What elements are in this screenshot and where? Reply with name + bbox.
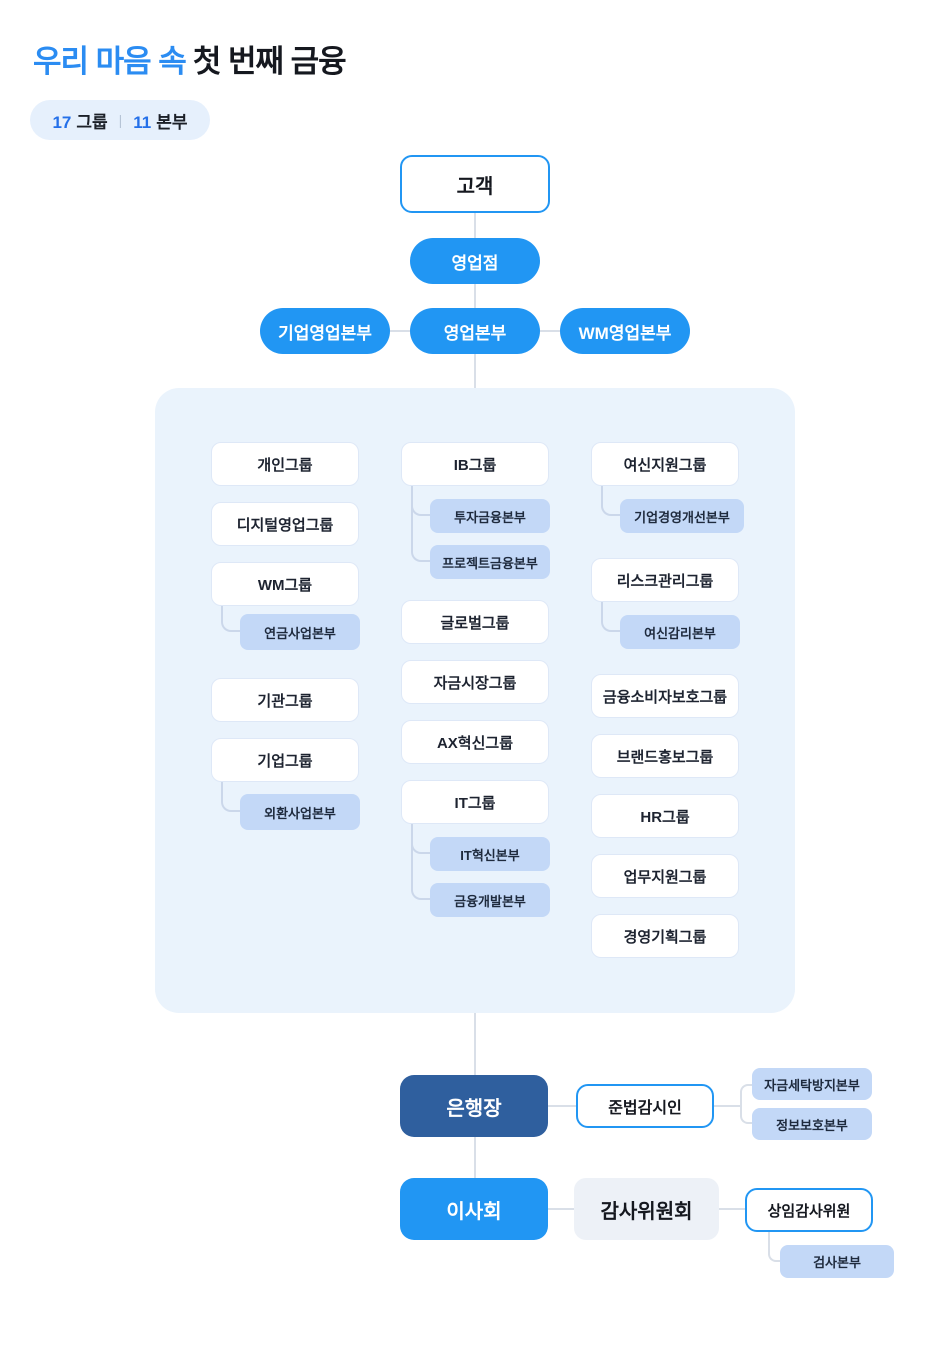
connector-it-financedev <box>411 824 430 900</box>
board-box: 이사회 <box>400 1178 548 1240</box>
connector-creditsupport-corpmgmt <box>601 486 620 516</box>
group-count-item: 17 그룹 <box>52 108 107 133</box>
group-box-hr: HR그룹 <box>591 794 739 838</box>
group-box-biz-support: 업무지원그룹 <box>591 854 739 898</box>
group-box-it: IT그룹 <box>401 780 549 824</box>
branch-box: 영업점 <box>410 238 540 284</box>
hq-box-credit-review: 여신감리본부 <box>620 615 740 649</box>
connector-board-audit <box>548 1208 574 1210</box>
hq-count: 11 <box>133 112 152 132</box>
group-box-consumer-protection: 금융소비자보호그룹 <box>591 674 739 718</box>
connector-compliance-aml <box>740 1084 752 1106</box>
group-box-personal: 개인그룹 <box>211 442 359 486</box>
page-title-highlight: 우리 마음 속 <box>33 44 187 79</box>
group-box-ib: IB그룹 <box>401 442 549 486</box>
connector-risk-creditreview <box>601 602 620 632</box>
group-box-wm: WM그룹 <box>211 562 359 606</box>
group-box-ax-innovation: AX혁신그룹 <box>401 720 549 764</box>
connector-standing-inspection <box>768 1232 780 1262</box>
customer-box: 고객 <box>400 155 550 213</box>
connector-customer-branch <box>474 213 476 238</box>
hq-box-aml: 자금세탁방지본부 <box>752 1068 872 1100</box>
group-box-mgmt-planning: 경영기획그룹 <box>591 914 739 958</box>
sales-hq-box: 영업본부 <box>410 308 540 354</box>
group-box-digital-sales: 디지털영업그룹 <box>211 502 359 546</box>
group-count-label: 그룹 <box>76 112 108 132</box>
group-box-risk-mgmt: 리스크관리그룹 <box>591 558 739 602</box>
hq-box-it-innovation: IT혁신본부 <box>430 837 550 871</box>
page-title-rest: 첫 번째 금융 <box>192 44 347 79</box>
connector-corporate-fx <box>221 782 240 812</box>
group-count: 17 <box>52 112 72 132</box>
corp-sales-hq-box: 기업영업본부 <box>260 308 390 354</box>
group-box-global: 글로벌그룹 <box>401 600 549 644</box>
hq-count-label: 본부 <box>156 112 188 132</box>
connector-sales-wmsales <box>540 330 560 332</box>
connector-panel-president <box>474 1013 476 1075</box>
hq-box-finance-dev: 금융개발본부 <box>430 883 550 917</box>
connector-audit-standing <box>719 1208 745 1210</box>
connector-saleshq-panel <box>474 354 476 388</box>
hq-box-infosec: 정보보호본부 <box>752 1108 872 1140</box>
badge-divider: | <box>118 112 123 128</box>
hq-box-pension: 연금사업본부 <box>240 614 360 650</box>
president-box: 은행장 <box>400 1075 548 1137</box>
hq-box-inspection: 검사본부 <box>780 1245 894 1278</box>
connector-ib-project <box>411 486 430 562</box>
hq-count-item: 11 본부 <box>133 108 187 133</box>
group-box-institution: 기관그룹 <box>211 678 359 722</box>
audit-committee-box: 감사위원회 <box>574 1178 719 1240</box>
group-box-credit-support: 여신지원그룹 <box>591 442 739 486</box>
hq-box-investment-finance: 투자금융본부 <box>430 499 550 533</box>
connector-corpsales-sales <box>390 330 410 332</box>
hq-box-fx: 외환사업본부 <box>240 794 360 830</box>
hq-box-corp-mgmt-improvement: 기업경영개선본부 <box>620 499 744 533</box>
standing-auditor-box: 상임감사위원 <box>745 1188 873 1232</box>
group-box-brand-pr: 브랜드홍보그룹 <box>591 734 739 778</box>
connector-compliance-branch <box>714 1105 740 1107</box>
connector-wm-pension <box>221 606 240 632</box>
connector-president-compliance <box>548 1105 576 1107</box>
hq-box-project-finance: 프로젝트금융본부 <box>430 545 550 579</box>
connector-branch-saleshq <box>474 284 476 308</box>
compliance-officer-box: 준법감시인 <box>576 1084 714 1128</box>
connector-president-board <box>474 1137 476 1178</box>
group-box-treasury: 자금시장그룹 <box>401 660 549 704</box>
connector-compliance-infosec <box>740 1105 752 1124</box>
group-box-corporate: 기업그룹 <box>211 738 359 782</box>
summary-badge: 17 그룹 | 11 본부 <box>30 100 210 140</box>
wm-sales-hq-box: WM영업본부 <box>560 308 690 354</box>
